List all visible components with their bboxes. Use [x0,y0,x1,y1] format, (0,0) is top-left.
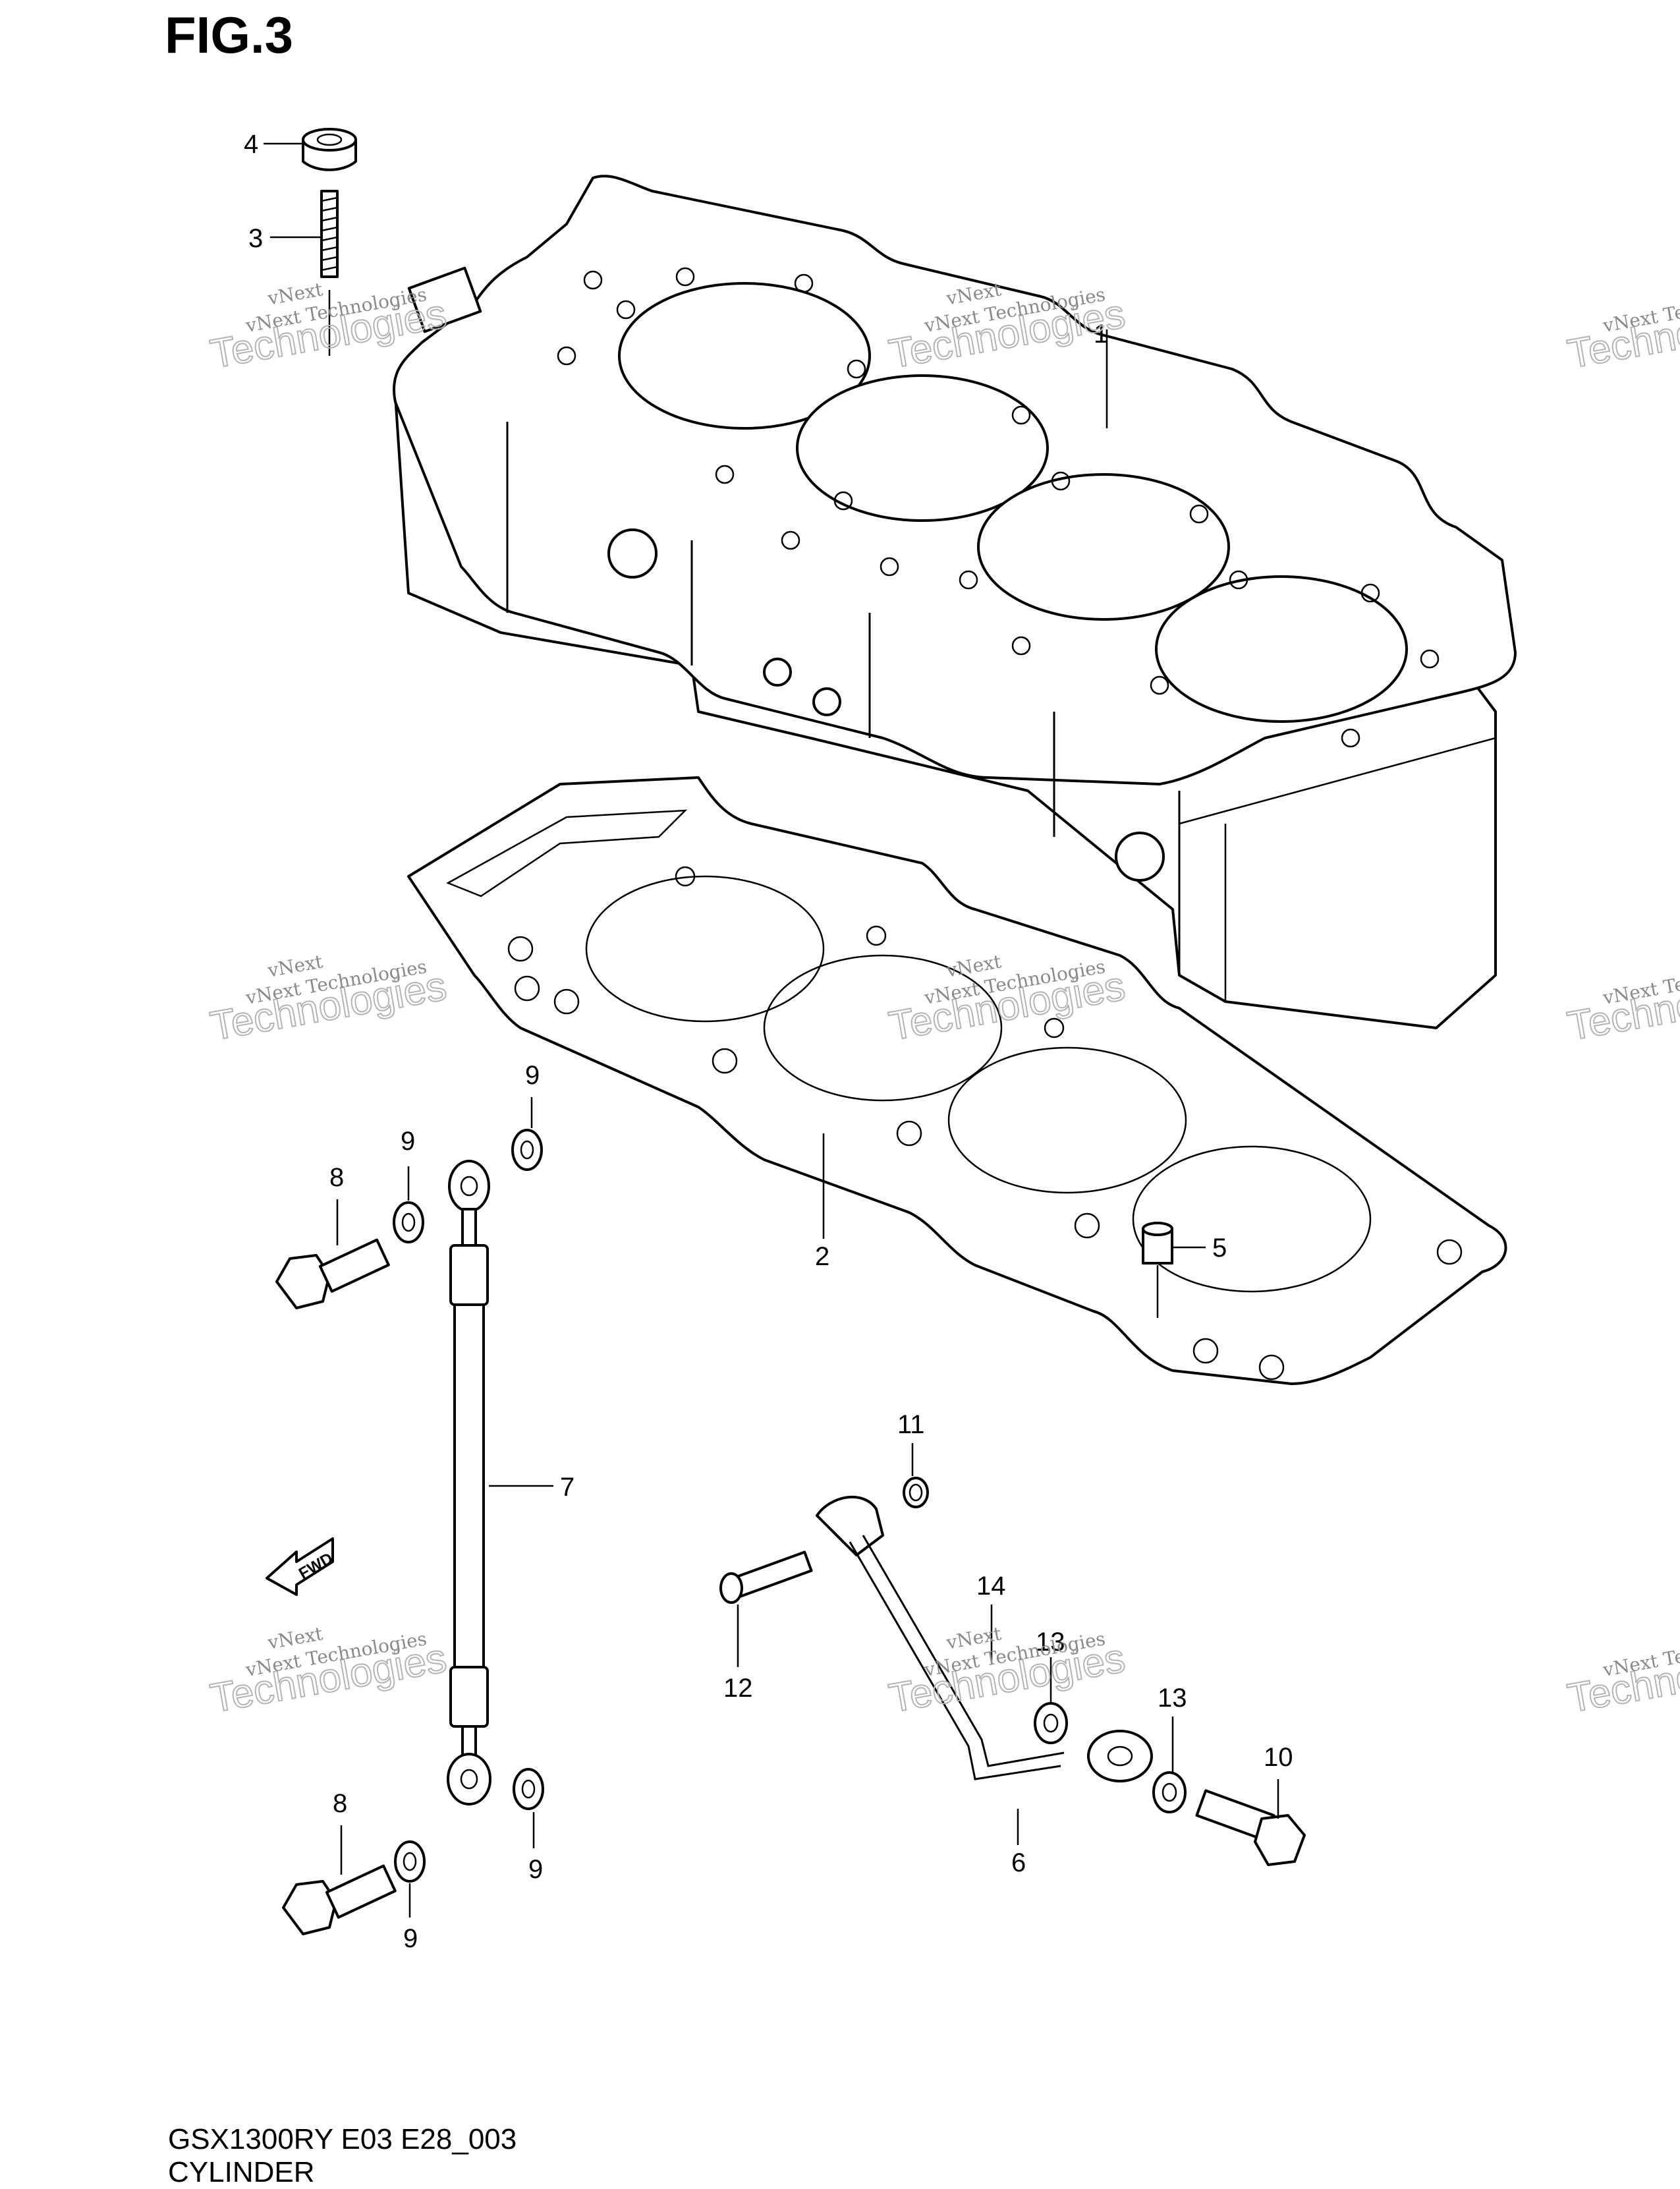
callout-11: 11 [897,1410,925,1439]
forward-arrow-icon: FWD [266,1537,336,1596]
cylinder-block [393,175,1517,1029]
callout-10: 10 [1264,1743,1293,1772]
callout-13-b: 13 [1158,1684,1187,1713]
pipe-washers [1034,1702,1187,1813]
callout-5: 5 [1212,1234,1227,1263]
model-code: GSX1300RY E03 E28_003 [168,2123,517,2155]
nut [302,128,357,171]
oil-pipe [816,1495,1153,1782]
oil-hose [447,1160,491,1805]
figure-name: CYLINDER [168,2156,315,2188]
callout-13-a: 13 [1036,1628,1065,1657]
callout-8-lower: 8 [333,1789,347,1818]
washers [393,1129,544,1883]
callout-6: 6 [1011,1848,1026,1877]
leader-lines [264,142,1279,1918]
callout-9-d: 9 [528,1855,543,1884]
callout-1: 1 [1094,320,1108,349]
union-bolt-lower [282,1864,397,1935]
callout-12: 12 [723,1674,753,1703]
callout-4: 4 [244,130,258,159]
callout-2: 2 [815,1242,829,1271]
figure-title: FIG.3 [165,6,294,64]
callout-14: 14 [976,1572,1006,1601]
callout-9-c: 9 [403,1924,418,1953]
union-bolt-upper [275,1238,390,1309]
o-ring [903,1477,929,1508]
callout-8-upper: 8 [329,1163,344,1192]
stud-bolt [320,190,339,356]
dowel-pin [1142,1222,1173,1318]
callout-numbers: 4 3 1 2 5 6 7 8 8 9 9 9 9 10 11 12 13 13… [244,130,1293,1953]
callout-9-a: 9 [401,1127,415,1156]
callout-9-b: 9 [525,1061,540,1090]
cylinder-base-gasket [407,776,1507,1385]
callout-3: 3 [248,224,263,253]
union-bolt-10 [1195,1789,1306,1866]
bolt-12 [719,1550,813,1604]
callout-7: 7 [560,1473,574,1502]
